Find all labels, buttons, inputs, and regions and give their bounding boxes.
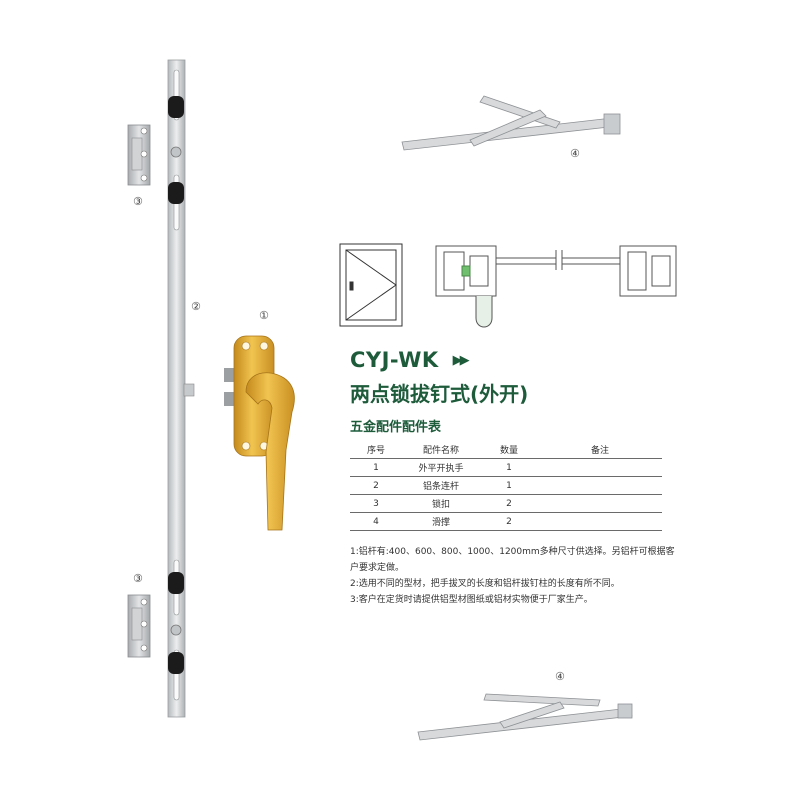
window-handle-image bbox=[224, 335, 295, 531]
cell-quantity: 2 bbox=[480, 512, 538, 531]
cell-index: 3 bbox=[350, 494, 402, 513]
callout-2: ② bbox=[191, 300, 201, 313]
header-quantity: 数量 bbox=[480, 440, 538, 459]
table-row: 1 外平开执手 1 bbox=[350, 458, 662, 477]
product-model-text: CYJ-WK bbox=[350, 348, 439, 372]
note-1: 1:铝杆有:400、600、800、1000、1200mm多种尺寸供选择。另铝杆… bbox=[350, 547, 675, 573]
header-remarks: 备注 bbox=[538, 440, 662, 459]
profile-section-diagram bbox=[435, 245, 677, 328]
table-header-row: 序号 配件名称 数量 备注 bbox=[350, 440, 662, 459]
callout-3-bottom: ③ bbox=[133, 572, 143, 585]
header-index: 序号 bbox=[350, 440, 402, 459]
cell-index: 1 bbox=[350, 458, 402, 477]
cell-quantity: 1 bbox=[480, 476, 538, 495]
friction-stay-image bbox=[401, 95, 621, 151]
cell-quantity: 2 bbox=[480, 494, 538, 513]
cell-remarks bbox=[538, 494, 662, 513]
cell-remarks bbox=[538, 458, 662, 477]
cell-part-name: 外平开执手 bbox=[402, 458, 480, 477]
product-subtitle: 两点锁拔钉式(外开) bbox=[350, 382, 529, 406]
double-arrow-icon: ▶▶ bbox=[452, 352, 470, 368]
parts-table: 序号 配件名称 数量 备注 1 外平开执手 1 2 铝条连杆 1 3 锁扣 2 … bbox=[350, 440, 662, 531]
notes-block: 1:铝杆有:400、600、800、1000、1200mm多种尺寸供选择。另铝杆… bbox=[350, 544, 680, 608]
callout-4-bottom: ④ bbox=[555, 670, 565, 683]
header-part-name: 配件名称 bbox=[402, 440, 480, 459]
friction-stay-image bbox=[417, 693, 633, 741]
note-2: 2:选用不同的型材，把手拔叉的长度和铝杆拔钉柱的长度有所不同。 bbox=[350, 579, 620, 589]
cell-part-name: 铝条连杆 bbox=[402, 476, 480, 495]
table-row: 2 铝条连杆 1 bbox=[350, 476, 662, 495]
note-3: 3:客户在定货时请提供铝型材图纸或铝材实物便于厂家生产。 bbox=[350, 595, 593, 605]
parts-table-title: 五金配件配件表 bbox=[350, 420, 442, 435]
cell-remarks bbox=[538, 476, 662, 495]
cell-remarks bbox=[538, 512, 662, 531]
cell-index: 4 bbox=[350, 512, 402, 531]
callout-4-top: ④ bbox=[570, 147, 580, 160]
cell-part-name: 滑撑 bbox=[402, 512, 480, 531]
lock-keeper-image bbox=[127, 594, 151, 658]
lock-keeper-image bbox=[127, 124, 151, 186]
aluminum-rod-image bbox=[167, 59, 195, 718]
product-model: CYJ-WK ▶▶ bbox=[350, 348, 470, 372]
cell-index: 2 bbox=[350, 476, 402, 495]
cell-part-name: 锁扣 bbox=[402, 494, 480, 513]
table-row: 4 滑撑 2 bbox=[350, 512, 662, 531]
table-row: 3 锁扣 2 bbox=[350, 494, 662, 513]
callout-3-top: ③ bbox=[133, 195, 143, 208]
cell-quantity: 1 bbox=[480, 458, 538, 477]
callout-1: ① bbox=[259, 309, 269, 322]
window-diagram bbox=[339, 243, 403, 327]
